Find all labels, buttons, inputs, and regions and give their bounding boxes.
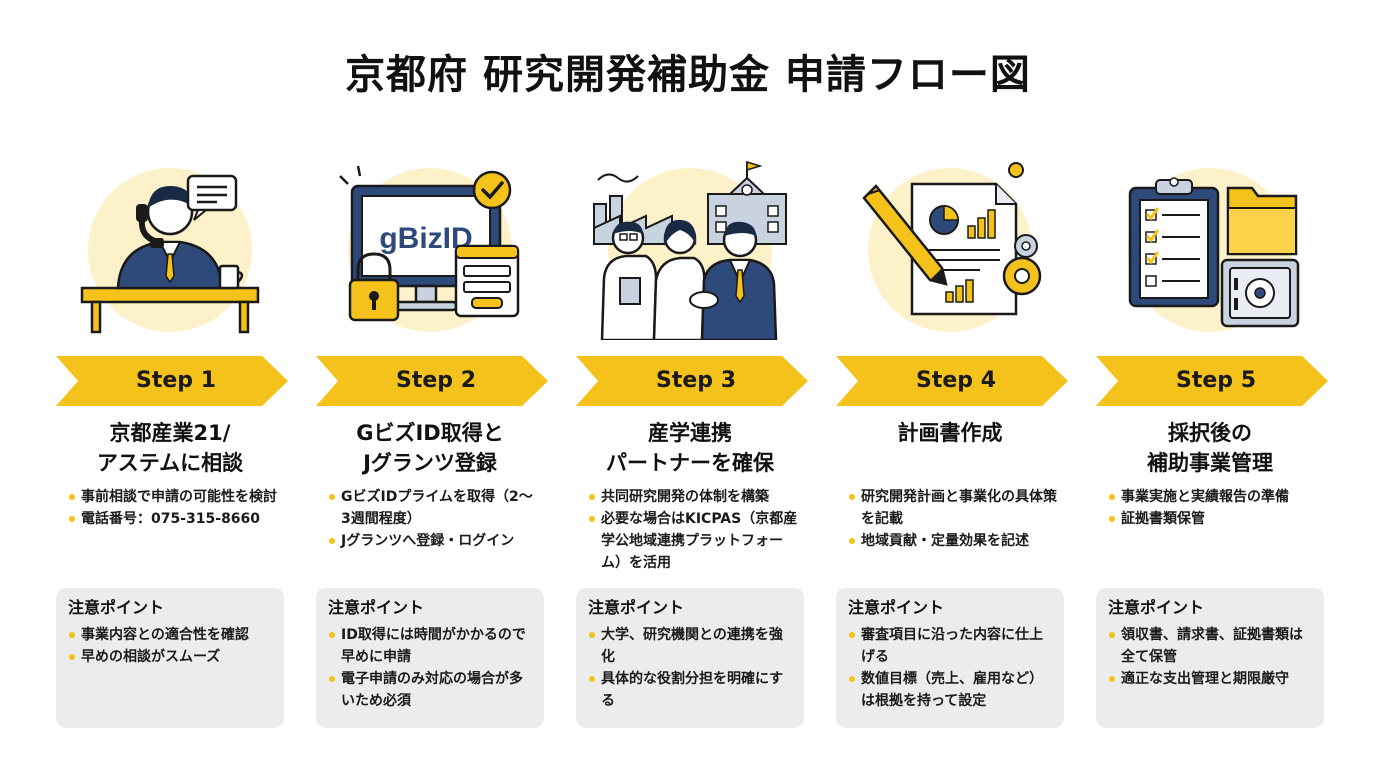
step-bullets: 研究開発計画と事業化の具体策を記載 地域貢献・定量効果を記述 [848, 486, 1062, 552]
step-banner-4: Step 4 [836, 356, 1076, 406]
bullet-item: 地域貢献・定量効果を記述 [848, 530, 1062, 552]
step-banner-1: Step 1 [56, 356, 296, 406]
step-title: 採択後の 補助事業管理 [1147, 421, 1273, 475]
step-column-5: Step 5 採択後の 補助事業管理 事業実施と実績報告の準備 証拠書類保管 注… [1096, 0, 1328, 768]
note-title: 注意ポイント [328, 598, 425, 617]
step-label: Step 3 [656, 368, 736, 393]
step-title: GビズID取得と Jグランツ登録 [356, 421, 504, 475]
bullet-item: 証拠書類保管 [1108, 508, 1322, 530]
note-item: 審査項目に沿った内容に仕上げる [848, 624, 1052, 668]
step-banner-2: Step 2 [316, 356, 556, 406]
note-title: 注意ポイント [588, 598, 685, 617]
note-item: 事業内容との適合性を確認 [68, 624, 272, 646]
step-banner-5: Step 5 [1096, 356, 1336, 406]
step-label: Step 1 [136, 368, 216, 393]
step-title: 計画書作成 [897, 421, 1003, 445]
note-item: 大学、研究機関との連携を強化 [588, 624, 792, 668]
step-label: Step 2 [396, 368, 476, 393]
bullet-item: 共同研究開発の体制を構築 [588, 486, 802, 508]
step-bullets: 共同研究開発の体制を構築 必要な場合はKICPAS（京都産学公地域連携プラットフ… [588, 486, 802, 574]
bullet-item: 事業実施と実績報告の準備 [1108, 486, 1322, 508]
note-box: 注意ポイント 審査項目に沿った内容に仕上げる 数値目標（売上、雇用など）は根拠を… [836, 588, 1064, 728]
note-title: 注意ポイント [68, 598, 165, 617]
industry-academia-icon [590, 150, 790, 342]
note-box: 注意ポイント 事業内容との適合性を確認 早めの相談がスムーズ [56, 588, 284, 728]
note-item: 早めの相談がスムーズ [68, 646, 272, 668]
step-banner-3: Step 3 [576, 356, 816, 406]
step-title: 産学連携 パートナーを確保 [606, 421, 774, 475]
clipboard-safe-icon [1110, 150, 1310, 340]
note-item: 具体的な役割分担を明確にする [588, 668, 792, 712]
step-label: Step 4 [916, 368, 996, 393]
note-box: 注意ポイント 領収書、請求書、証拠書類は全て保管 適正な支出管理と期限厳守 [1096, 588, 1324, 728]
step-title: 京都産業21/ アステムに相談 [96, 421, 244, 475]
step-label: Step 5 [1176, 368, 1256, 393]
step-bullets: GビズIDプライムを取得（2〜3週間程度） Jグランツへ登録・ログイン [328, 486, 542, 552]
step-bullets: 事業実施と実績報告の準備 証拠書類保管 [1108, 486, 1322, 530]
phone-consultation-icon [70, 150, 270, 340]
bullet-item: GビズIDプライムを取得（2〜3週間程度） [328, 486, 542, 530]
note-item: ID取得には時間がかかるので早めに申請 [328, 624, 532, 668]
bullet-item: 電話番号：075-315-8660 [68, 508, 282, 530]
step-column-2: gBizID Step 2 GビズID取得と Jグランツ登録 GビズIDプライ [316, 0, 548, 768]
plan-document-icon [850, 150, 1050, 340]
step-column-3: Step 3 産学連携 パートナーを確保 共同研究開発の体制を構築 必要な場合は… [576, 0, 808, 768]
note-title: 注意ポイント [1108, 598, 1205, 617]
note-title: 注意ポイント [848, 598, 945, 617]
bullet-item: Jグランツへ登録・ログイン [328, 530, 542, 552]
step-column-1: Step 1 京都産業21/ アステムに相談 事前相談で申請の可能性を検討 電話… [56, 0, 288, 768]
step-bullets: 事前相談で申請の可能性を検討 電話番号：075-315-8660 [68, 486, 282, 530]
note-box: 注意ポイント ID取得には時間がかかるので早めに申請 電子申請のみ対応の場合が多… [316, 588, 544, 728]
note-box: 注意ポイント 大学、研究機関との連携を強化 具体的な役割分担を明確にする [576, 588, 804, 728]
gbizid-monitor-icon: gBizID [330, 150, 530, 340]
bullet-item: 研究開発計画と事業化の具体策を記載 [848, 486, 1062, 530]
note-item: 数値目標（売上、雇用など）は根拠を持って設定 [848, 668, 1052, 712]
page-title: 京都府 研究開発補助金 申請フロー図 [345, 52, 1031, 98]
bullet-item: 事前相談で申請の可能性を検討 [68, 486, 282, 508]
note-item: 領収書、請求書、証拠書類は全て保管 [1108, 624, 1312, 668]
bullet-item: 必要な場合はKICPAS（京都産学公地域連携プラットフォーム）を活用 [588, 508, 802, 574]
note-item: 適正な支出管理と期限厳守 [1108, 668, 1312, 690]
step-column-4: Step 4 計画書作成 研究開発計画と事業化の具体策を記載 地域貢献・定量効果… [836, 0, 1068, 768]
note-item: 電子申請のみ対応の場合が多いため必須 [328, 668, 532, 712]
